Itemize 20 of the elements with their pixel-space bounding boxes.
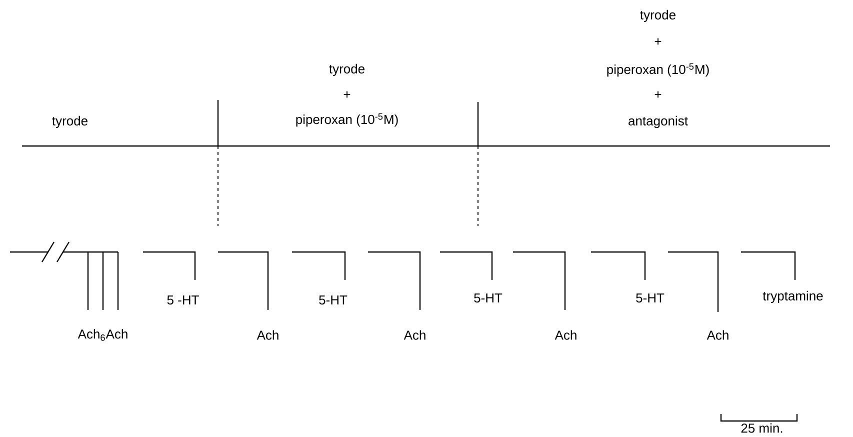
scale-label: 25 min. xyxy=(741,423,782,433)
pulse-label: 5-HT xyxy=(319,295,348,305)
pulse-label: Ach$_{6}$Ach xyxy=(78,329,128,341)
header-label: tyrode xyxy=(52,116,88,128)
header-label: + xyxy=(654,38,662,45)
header-label: tyrode xyxy=(329,64,364,76)
header-label: antagonist xyxy=(628,116,688,128)
pulse-label: Ach xyxy=(404,330,426,340)
pulse-label: tryptamine xyxy=(762,290,823,304)
pulse-label: Ach xyxy=(554,330,576,340)
pulse-label: Ach xyxy=(256,330,278,340)
pulse-label: Ach xyxy=(706,330,728,340)
pulse-label: 5-HT xyxy=(636,293,664,303)
header-label: tyrode xyxy=(640,10,676,22)
header-label: piperoxan (10$^{-5}$M) xyxy=(607,63,709,77)
pulse-label: 5 -HT xyxy=(167,295,199,305)
header-label: piperoxan (10$^{-5}$M) xyxy=(296,113,398,127)
header-label: + xyxy=(654,91,662,98)
pulse-label: 5-HT xyxy=(474,293,502,303)
header-label: + xyxy=(344,91,350,98)
